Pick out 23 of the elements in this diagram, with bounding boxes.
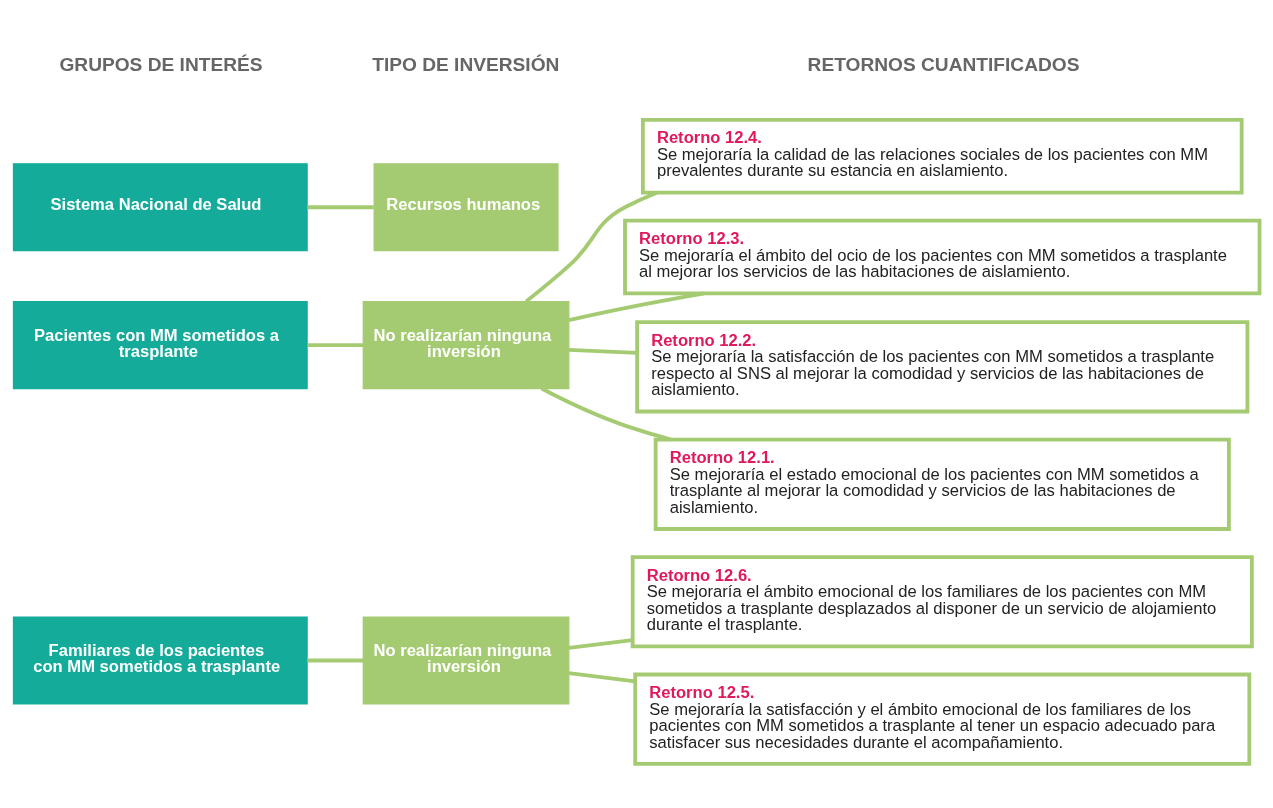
connector — [568, 291, 705, 322]
connector — [307, 204, 374, 209]
label: GRUPOS DE INTERÉS — [59, 53, 263, 75]
label: TIPO DE INVERSIÓN — [372, 53, 560, 75]
node-box: No realizarían ninguna inversión — [362, 615, 570, 705]
node-box: Sistema Nacional de Salud — [12, 162, 308, 251]
connector — [540, 386, 672, 441]
node-box: Retorno 12.6. Se mejoraría el ámbito emocional de los familiares de los pacientes con MM sometidos a trasplante desplazados al disponer de un servicio de alojamiento durante el trasplante. — [630, 554, 1254, 648]
connector — [568, 347, 638, 355]
node-box: Recursos humanos — [373, 162, 559, 251]
node-box: Pacientes con MM sometidos a trasplante — [12, 300, 308, 389]
node-box: Familiares de los pacientes con MM sometidos a trasplante — [12, 615, 308, 705]
node-box: No realizarían ninguna inversión — [362, 300, 570, 389]
label: RETORNOS CUANTIFICADOS — [807, 53, 1080, 75]
node-box: Retorno 12.1. Se mejoraría el estado emocional de los pacientes con MM sometidos a trasplante al mejorar la comodidad y servicios de las habitaciones de aislamiento. — [653, 437, 1231, 531]
connector — [568, 670, 636, 683]
connector — [307, 342, 364, 347]
node-box: Retorno 12.4. Se mejoraría la calidad de las relaciones sociales de los pacientes con MM prevalentes durante su estancia en aislamiento. — [640, 117, 1244, 194]
connector — [307, 658, 364, 662]
connector — [568, 637, 633, 650]
node-box: Retorno 12.2. Se mejoraría la satisfacción de los pacientes con MM sometidos a trasplante respecto al SNS al mejorar la comodidad y servicios de las habitaciones de aislamiento. — [635, 319, 1250, 413]
node-box: Retorno 12.5. Se mejoraría la satisfacción y el ámbito emocional de los familiares de los pacientes con MM sometidos a trasplante al tener un espacio adecuado para satisfacer sus necesidades durante el acompañamiento. — [633, 672, 1252, 766]
node-box: Retorno 12.3. Se mejoraría el ámbito del ocio de los pacientes con MM sometidos a trasplante al mejorar los servicios de las habitaciones de aislamiento. — [623, 218, 1262, 295]
